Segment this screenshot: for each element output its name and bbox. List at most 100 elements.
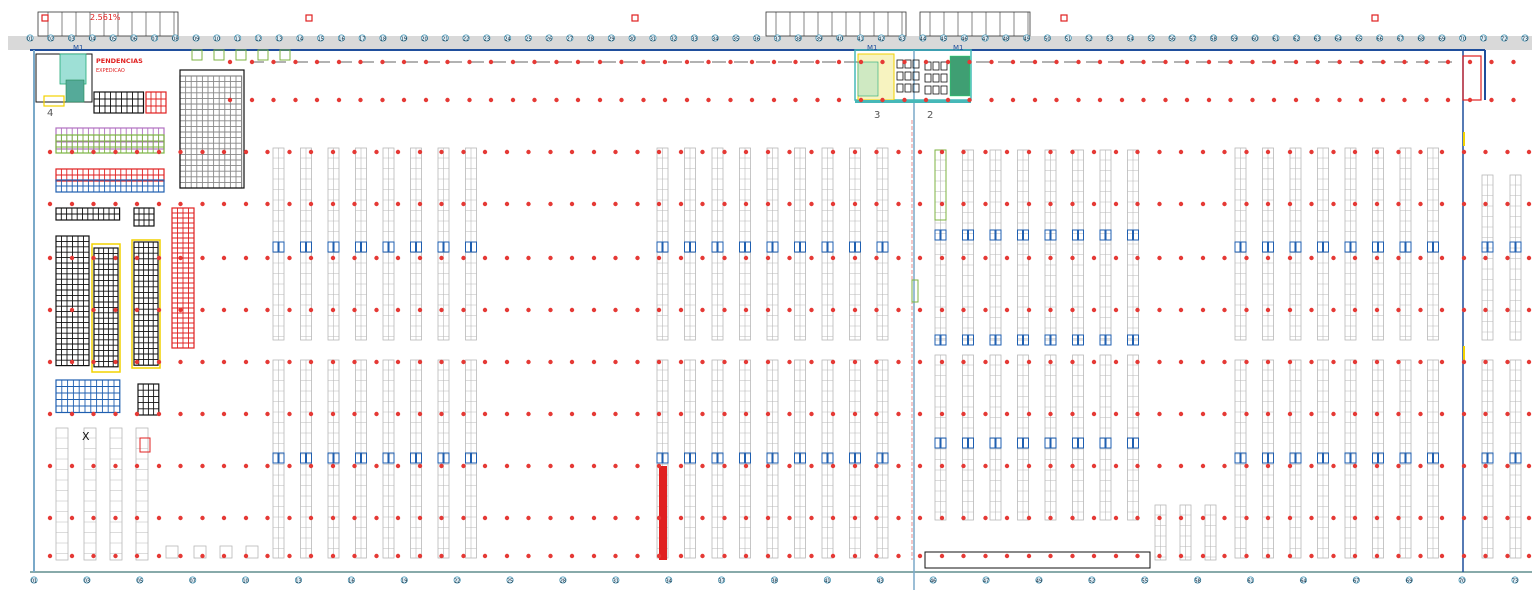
ceiling-light [1119, 59, 1125, 65]
ceiling-light [569, 553, 575, 559]
column-label: 54 [1127, 37, 1133, 43]
ceiling-light [1206, 59, 1212, 65]
column-marker [1500, 34, 1508, 42]
column-bottom: 69 [1405, 576, 1413, 585]
ceiling-light [504, 411, 510, 417]
drive-in-rack [179, 75, 243, 189]
ceiling-light [1026, 307, 1032, 313]
column-label: 47 [982, 37, 988, 43]
ceiling-light [134, 201, 140, 207]
tunnel-marker [1127, 437, 1133, 449]
ceiling-light [836, 59, 842, 65]
tunnel-marker [1427, 452, 1433, 464]
ceiling-light [852, 515, 858, 521]
ceiling-light [1113, 463, 1119, 469]
ceiling-light [1265, 149, 1271, 155]
ceiling-light [678, 255, 684, 261]
ceiling-light [591, 515, 597, 521]
column-label: 38 [795, 37, 801, 43]
column-label: 05 [137, 579, 143, 585]
ceiling-light [1200, 201, 1206, 207]
column-label: 03 [68, 37, 74, 43]
column-marker [67, 34, 76, 42]
ceiling-light [227, 59, 233, 65]
ceiling-light [221, 149, 227, 155]
ceiling-light [613, 411, 618, 417]
ceiling-light [1331, 463, 1336, 469]
ceiling-light [1265, 515, 1271, 521]
column-label: 07 [189, 579, 195, 585]
ceiling-light [510, 97, 516, 103]
column-top: 49 [1023, 34, 1031, 43]
column-marker [545, 34, 553, 42]
tunnel-marker [333, 241, 340, 253]
ceiling-light [1070, 411, 1075, 417]
ceiling-light [569, 255, 575, 261]
ceiling-light [743, 359, 749, 365]
column-label: 71 [1480, 37, 1486, 43]
ceiling-light [1331, 359, 1336, 365]
column-top: 03 [67, 34, 76, 43]
office-desk [932, 73, 940, 83]
column-marker [559, 576, 567, 584]
column-label: 73 [1522, 37, 1528, 43]
column-marker [1147, 34, 1155, 42]
ceiling-light [1331, 515, 1336, 521]
ceiling-light [113, 411, 118, 417]
column-top: 47 [981, 34, 989, 43]
ceiling-light [939, 553, 945, 559]
tunnel-marker [968, 229, 974, 241]
column-label: 11 [234, 37, 240, 43]
ceiling-light [1265, 201, 1271, 207]
column-top: 34 [711, 34, 719, 43]
ceiling-light [591, 149, 597, 155]
ceiling-light [700, 463, 705, 469]
office-desk [932, 61, 940, 71]
ceiling-light [765, 463, 771, 469]
ceiling-light [1244, 307, 1249, 313]
tunnel-marker [962, 334, 968, 346]
tunnel-marker [1295, 241, 1302, 253]
tunnel-marker [1509, 452, 1516, 464]
column-marker [234, 34, 242, 42]
tunnel-marker [766, 241, 773, 253]
ceiling-light [1004, 463, 1010, 469]
tunnel-marker [443, 241, 450, 253]
ceiling-light [961, 553, 966, 559]
column-label: 37 [774, 37, 780, 43]
column-marker [1458, 576, 1466, 584]
tunnel-marker [1099, 229, 1106, 241]
ceiling-light [722, 359, 727, 365]
ceiling-light [417, 255, 423, 261]
ceiling-light [417, 307, 423, 313]
ceiling-light [1439, 411, 1445, 417]
column-label: 57 [1190, 37, 1196, 43]
ceiling-light [809, 463, 814, 469]
ceiling-light [1483, 201, 1488, 207]
ceiling-light [439, 149, 444, 155]
ceiling-light [134, 149, 140, 155]
ceiling-light [1331, 411, 1336, 417]
ceiling-light [945, 59, 951, 65]
tunnel-marker [1487, 452, 1494, 464]
column-label: 18 [380, 37, 386, 43]
column-label: 25 [507, 579, 513, 585]
ceiling-light [439, 463, 444, 469]
tunnel-marker [1017, 229, 1023, 241]
ceiling-light [1331, 255, 1336, 261]
tunnel-marker [962, 437, 968, 449]
ceiling-light [526, 149, 531, 155]
ceiling-light [1070, 149, 1075, 155]
tunnel-marker [849, 241, 855, 253]
ceiling-light [178, 411, 183, 417]
column-label: 55 [1142, 579, 1148, 585]
column-marker [420, 34, 429, 42]
column-label: 62 [1293, 37, 1299, 43]
column-label: 19 [401, 579, 407, 585]
column-bottom: 73 [1511, 576, 1519, 585]
column-label: 28 [587, 37, 593, 43]
ceiling-light [330, 553, 336, 559]
ceiling-light [1048, 359, 1053, 365]
ceiling-light [917, 359, 923, 365]
tunnel-marker [882, 241, 889, 253]
